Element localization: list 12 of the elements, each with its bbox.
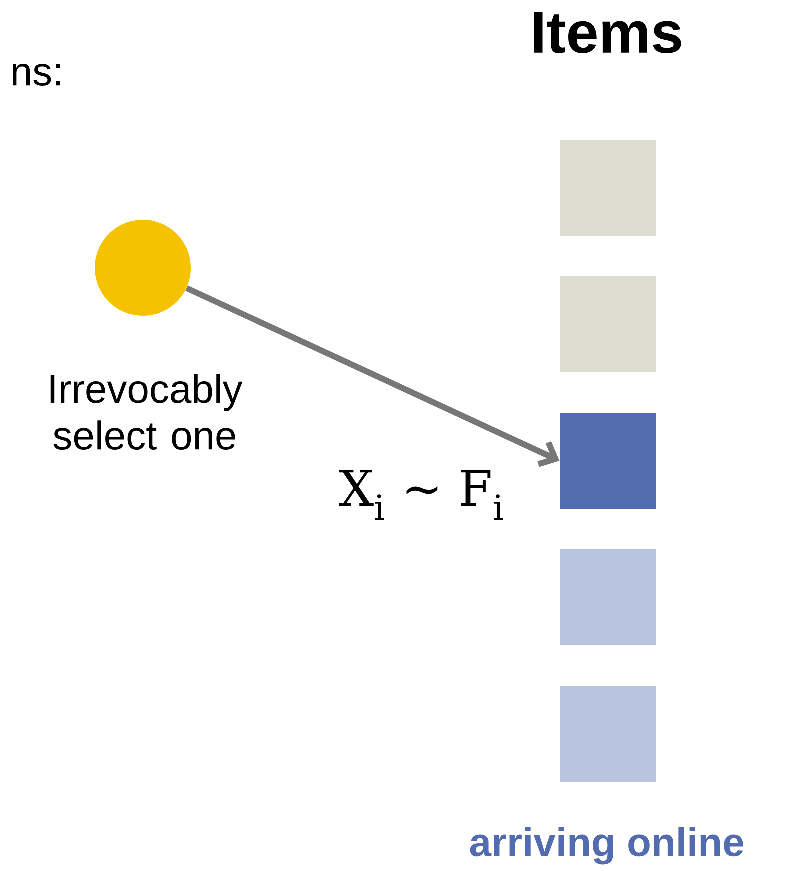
node-label: Irrevocably select one — [50, 374, 243, 450]
square — [560, 549, 656, 645]
square — [560, 140, 656, 236]
square — [560, 686, 656, 782]
arrow — [186, 286, 560, 468]
square — [560, 413, 656, 509]
label: arriving online — [470, 827, 744, 865]
circle — [95, 220, 191, 316]
edge-label: X$_{i}$ ∼ F$_{i}$ — [339, 470, 503, 520]
square — [560, 276, 656, 372]
heading: Items — [534, 12, 682, 54]
label: ns: — [13, 64, 60, 86]
